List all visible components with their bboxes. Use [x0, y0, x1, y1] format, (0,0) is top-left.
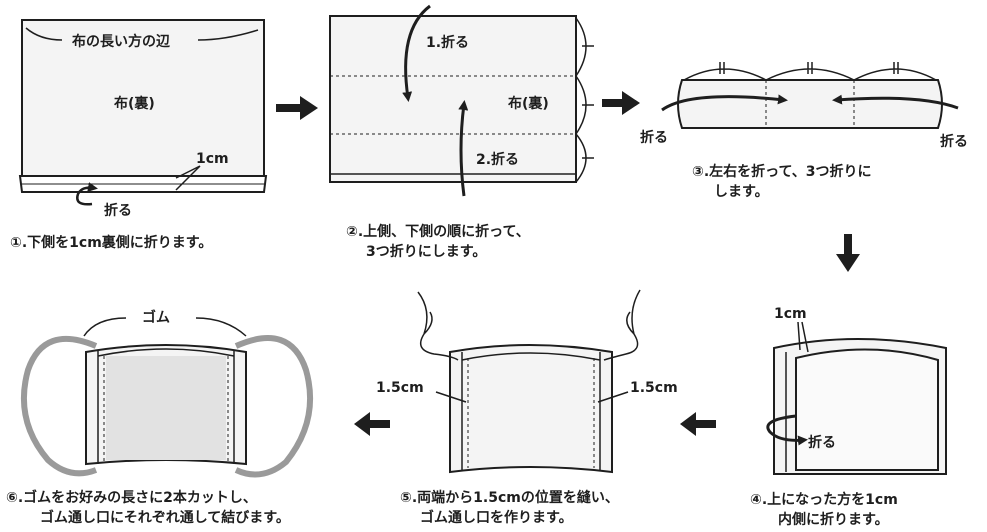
step5-caption-line2: ゴム通し口を作ります。	[420, 509, 573, 526]
step1-long-side-bracket	[25, 27, 259, 41]
arrow-step4-to-5	[680, 412, 716, 436]
step6-caption-line2: ゴム通し口にそれぞれ通して結びます。	[40, 509, 290, 526]
step5-right-label: 1.5cm	[630, 380, 678, 396]
step5-left-label: 1.5cm	[376, 380, 424, 396]
step6-top-edge	[97, 348, 235, 357]
step1-caption: ①.下側を1cm裏側に折ります。	[10, 234, 212, 251]
step4-hem-label: 1cm	[774, 306, 807, 322]
step2-caption-line1: ②.上側、下側の順に折って、	[346, 223, 530, 240]
step3-thirds-marks	[683, 62, 937, 81]
step5-caption-line1: ⑤.両端から1.5cmの位置を縫い、	[400, 489, 619, 506]
step1-cloth	[21, 19, 265, 177]
step6-right-elastic	[234, 335, 314, 478]
step2-fold2-arrow	[458, 100, 469, 197]
step2-fold1-label: 1.折る	[426, 34, 469, 51]
step3-fold-right-label: 折る	[940, 133, 968, 150]
step1-fold-label: 折る	[104, 202, 132, 219]
step2-fold2-label: 2.折る	[476, 151, 519, 168]
step5-figure	[417, 289, 641, 474]
step6-elastic-bracket	[83, 317, 247, 337]
step4-figure	[766, 321, 947, 475]
step6-elastic-label: ゴム	[142, 309, 170, 326]
step2-caption-line2: 3つ折りにします。	[366, 243, 486, 260]
step5-right-leader	[597, 391, 629, 403]
step3-right-arrow	[832, 94, 959, 110]
arrow-step3-to-4	[836, 234, 860, 272]
step1-fold-arrow	[76, 182, 98, 206]
step5-left-leader	[435, 391, 467, 403]
step1-hem-label: 1cm	[196, 151, 229, 167]
step1-long-side-label: 布の長い方の辺	[72, 33, 170, 50]
step6-mask-center	[106, 356, 226, 460]
step5-left-thread	[417, 291, 459, 361]
step2-cloth-label: 布(裏)	[508, 95, 549, 112]
step5-right-thread	[603, 289, 641, 361]
step4-caption-line2: 内側に折ります。	[778, 511, 889, 528]
arrow-step2-to-3	[602, 91, 640, 115]
step4-hem-leader	[797, 321, 809, 353]
step1-cloth-label: 布(裏)	[114, 95, 155, 112]
step1-hem-leader	[175, 165, 201, 191]
step5-top-edge	[461, 352, 601, 361]
step6-figure	[20, 317, 314, 478]
step6-caption-line1: ⑥.ゴムをお好みの長さに2本カットし、	[6, 489, 257, 506]
step6-left-elastic	[20, 335, 98, 477]
arrow-step1-to-2	[276, 96, 318, 120]
step2-cloth	[329, 15, 577, 183]
step5-mask-body	[449, 344, 613, 474]
step2-fold1-arrow	[402, 4, 431, 102]
step1-figure	[18, 19, 268, 206]
arrow-step5-to-6	[354, 412, 390, 436]
step3-figure	[661, 62, 959, 129]
step3-caption-line1: ③.左右を折って、3つ折りに	[692, 163, 872, 180]
step3-left-arrow	[661, 94, 788, 112]
step3-caption-line2: します。	[714, 184, 769, 200]
step3-fold-left-label: 折る	[640, 129, 668, 146]
step2-thirds-marks	[575, 17, 594, 183]
step4-fold-label: 折る	[808, 434, 836, 451]
step4-caption-line1: ④.上になった方を1cm	[750, 491, 898, 508]
step4-front-layer	[795, 348, 939, 471]
step2-figure	[329, 4, 594, 197]
step3-strip	[677, 79, 943, 129]
step4-fold-arrow	[766, 414, 808, 446]
